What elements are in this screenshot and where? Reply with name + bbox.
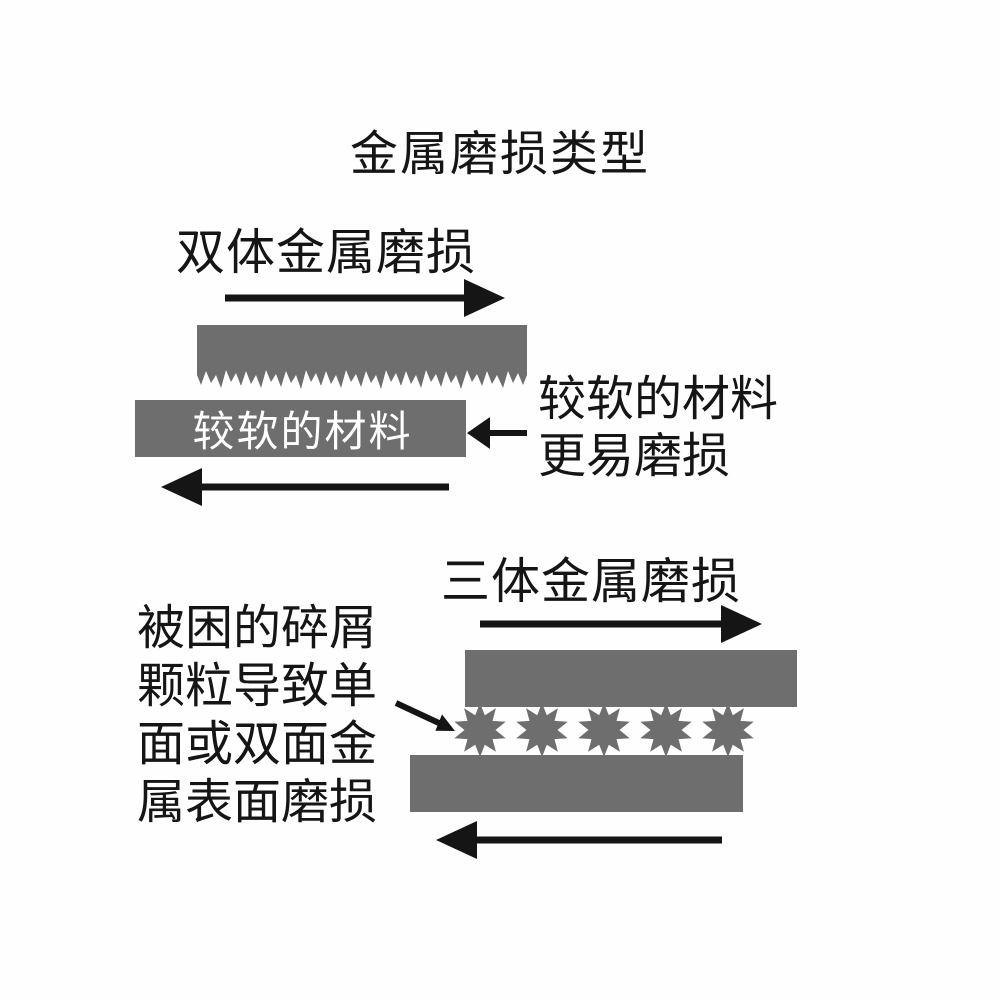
- two-body-note: 较软的材料 更易磨损: [538, 371, 778, 485]
- arrow-right-icon: [480, 605, 762, 643]
- lower-surface-block: [410, 755, 743, 812]
- debris-particle-icon: [454, 703, 506, 757]
- arrow-left-icon: [161, 468, 449, 506]
- arrow-left-small-icon: [467, 417, 527, 449]
- debris-particle-icon: [516, 703, 568, 757]
- two-body-note-line1: 较软的材料: [538, 373, 779, 426]
- hard-surface-block: [197, 325, 527, 389]
- arrow-left-icon: [436, 821, 722, 859]
- debris-particle-icon: [702, 703, 754, 757]
- three-body-note: 被困的碎屑 颗粒导致单 面或双面金 属表面磨损: [137, 600, 377, 832]
- debris-particle-icon: [578, 703, 630, 757]
- upper-surface-block: [465, 650, 797, 707]
- three-body-note-line3: 面或双面金: [137, 718, 378, 771]
- two-body-heading: 双体金属磨损: [176, 226, 477, 280]
- three-body-note-line2: 颗粒导致单: [137, 660, 378, 713]
- soft-material-block: 较软的材料: [135, 400, 466, 457]
- arrow-right-icon: [225, 279, 505, 317]
- soft-material-label: 较软的材料: [192, 408, 413, 455]
- page-title: 金属磨损类型: [349, 128, 650, 181]
- three-body-note-line4: 属表面磨损: [137, 776, 378, 829]
- debris-particle-icon: [640, 703, 692, 757]
- diagonal-arrow-icon: [394, 700, 455, 731]
- two-body-note-line2: 更易磨损: [538, 430, 731, 483]
- three-body-heading: 三体金属磨损: [441, 555, 742, 609]
- three-body-note-line1: 被困的碎屑: [137, 602, 378, 655]
